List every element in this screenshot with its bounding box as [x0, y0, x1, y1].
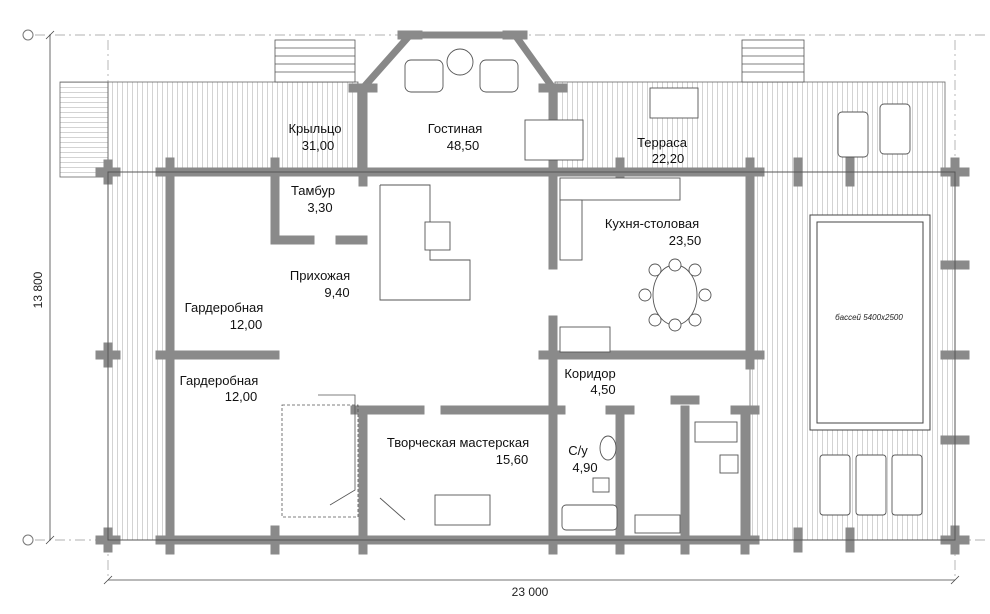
room-area: 48,50: [447, 138, 480, 153]
room-name: Прихожая: [290, 268, 350, 283]
room-name: Гардеробная: [180, 373, 259, 388]
dimension-width: 23 000: [512, 585, 549, 599]
outer-thin-walls: [107, 171, 956, 541]
room-area: 12,00: [225, 389, 258, 404]
living-bay: [360, 31, 556, 91]
dimension-lines: [45, 30, 960, 585]
room-name: Гардеробная: [185, 300, 264, 315]
room-name: С/у: [568, 443, 588, 458]
room-name: Кухня-столовая: [605, 216, 699, 231]
room-area: 9,40: [324, 285, 349, 300]
bathroom-fixtures: [561, 421, 739, 534]
room-name: Тамбур: [291, 183, 335, 198]
room-area: 15,60: [496, 452, 529, 467]
axis-markers: [22, 29, 34, 546]
room-area: 22,20: [652, 151, 685, 166]
room-name: Крыльцо: [288, 121, 341, 136]
room-area: 3,30: [307, 200, 332, 215]
loungers: [819, 454, 923, 516]
room-labels: Крыльцо 31,00 Гостиная 48,50 Терраса 22,…: [180, 121, 904, 475]
stair: [281, 394, 359, 518]
room-name: Терраса: [637, 135, 688, 150]
room-area: 4,50: [590, 382, 615, 397]
room-name: Гостиная: [428, 121, 483, 136]
room-area: 23,50: [669, 233, 702, 248]
living-furniture: [379, 48, 584, 301]
room-area: 4,90: [572, 460, 597, 475]
room-name: Творческая мастерская: [387, 435, 529, 450]
room-name: Коридор: [564, 366, 615, 381]
workshop-furniture: [379, 494, 491, 526]
room-area: 31,00: [302, 138, 335, 153]
pool-label: бассей 5400х2500: [835, 313, 903, 322]
stairs-entry: [274, 39, 805, 83]
kitchen-furniture: [559, 87, 911, 353]
pool: [809, 214, 931, 431]
room-area: 12,00: [230, 317, 263, 332]
dimension-height: 13 800: [31, 271, 45, 308]
